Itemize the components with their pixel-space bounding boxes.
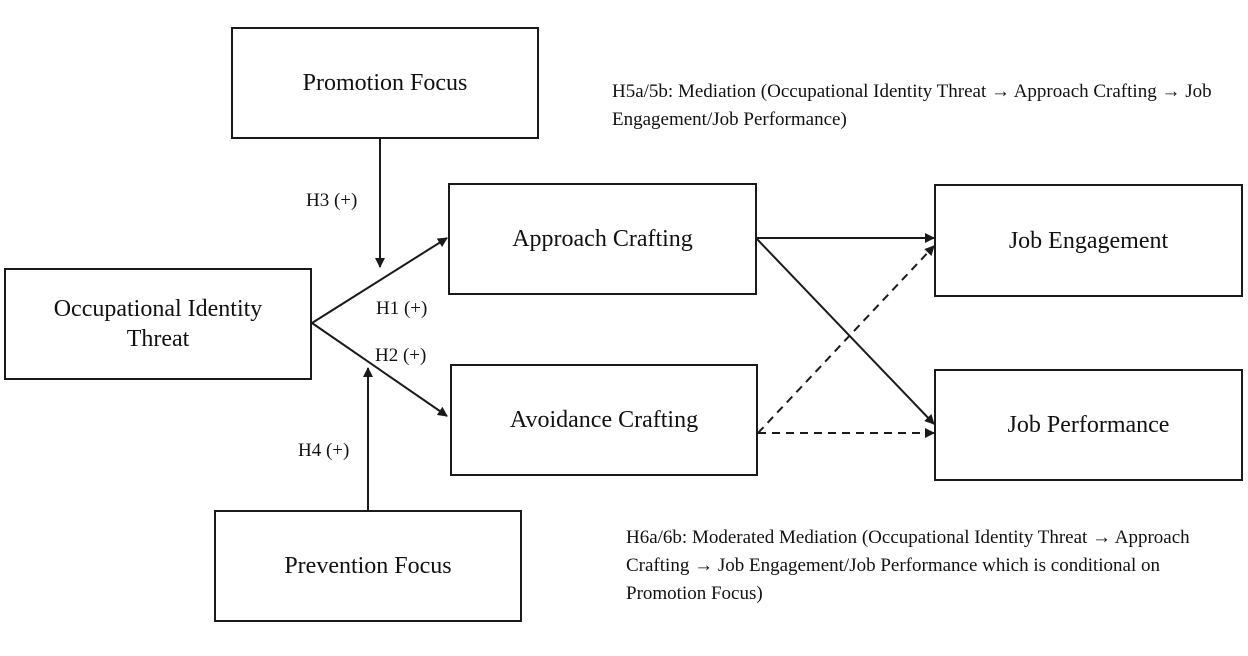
arrow-threat-to-avoidance: [311, 322, 448, 417]
node-job-performance: Job Performance: [934, 369, 1243, 481]
note-h5-mediation: H5a/5b: Mediation (Occupational Identity…: [612, 81, 1212, 130]
arrow-approach-to-performance: [755, 237, 935, 425]
node-occupational-identity-threat: Occupational Identity Threat: [4, 268, 312, 380]
node-prevention-focus-label: Prevention Focus: [284, 553, 452, 579]
node-avoidance-crafting-label: Avoidance Crafting: [509, 407, 699, 433]
node-job-engagement-label: Job Engagement: [1008, 227, 1169, 254]
edge-label-h3: H3 (+): [306, 190, 358, 211]
node-avoidance-crafting: Avoidance Crafting: [450, 364, 758, 476]
node-job-engagement: Job Engagement: [934, 184, 1243, 297]
node-prevention-focus: Prevention Focus: [214, 510, 522, 622]
edge-label-h4: H4 (+): [298, 440, 350, 461]
node-occupational-identity-threat-label: Occupational Identity Threat: [53, 296, 263, 352]
edge-label-h2: H2 (+): [375, 345, 427, 366]
arrow-threat-to-approach: [311, 237, 448, 324]
edge-label-h1: H1 (+): [376, 298, 428, 319]
note-h6-moderated-mediation: H6a/6b: Moderated Mediation (Occupationa…: [626, 527, 1190, 604]
node-promotion-focus: Promotion Focus: [231, 27, 539, 139]
node-approach-crafting: Approach Crafting: [448, 183, 757, 295]
arrow-avoidance-to-engagement: [757, 245, 935, 434]
node-job-performance-label: Job Performance: [1007, 412, 1170, 438]
node-promotion-focus-label: Promotion Focus: [302, 70, 468, 96]
node-approach-crafting-label: Approach Crafting: [512, 226, 693, 252]
